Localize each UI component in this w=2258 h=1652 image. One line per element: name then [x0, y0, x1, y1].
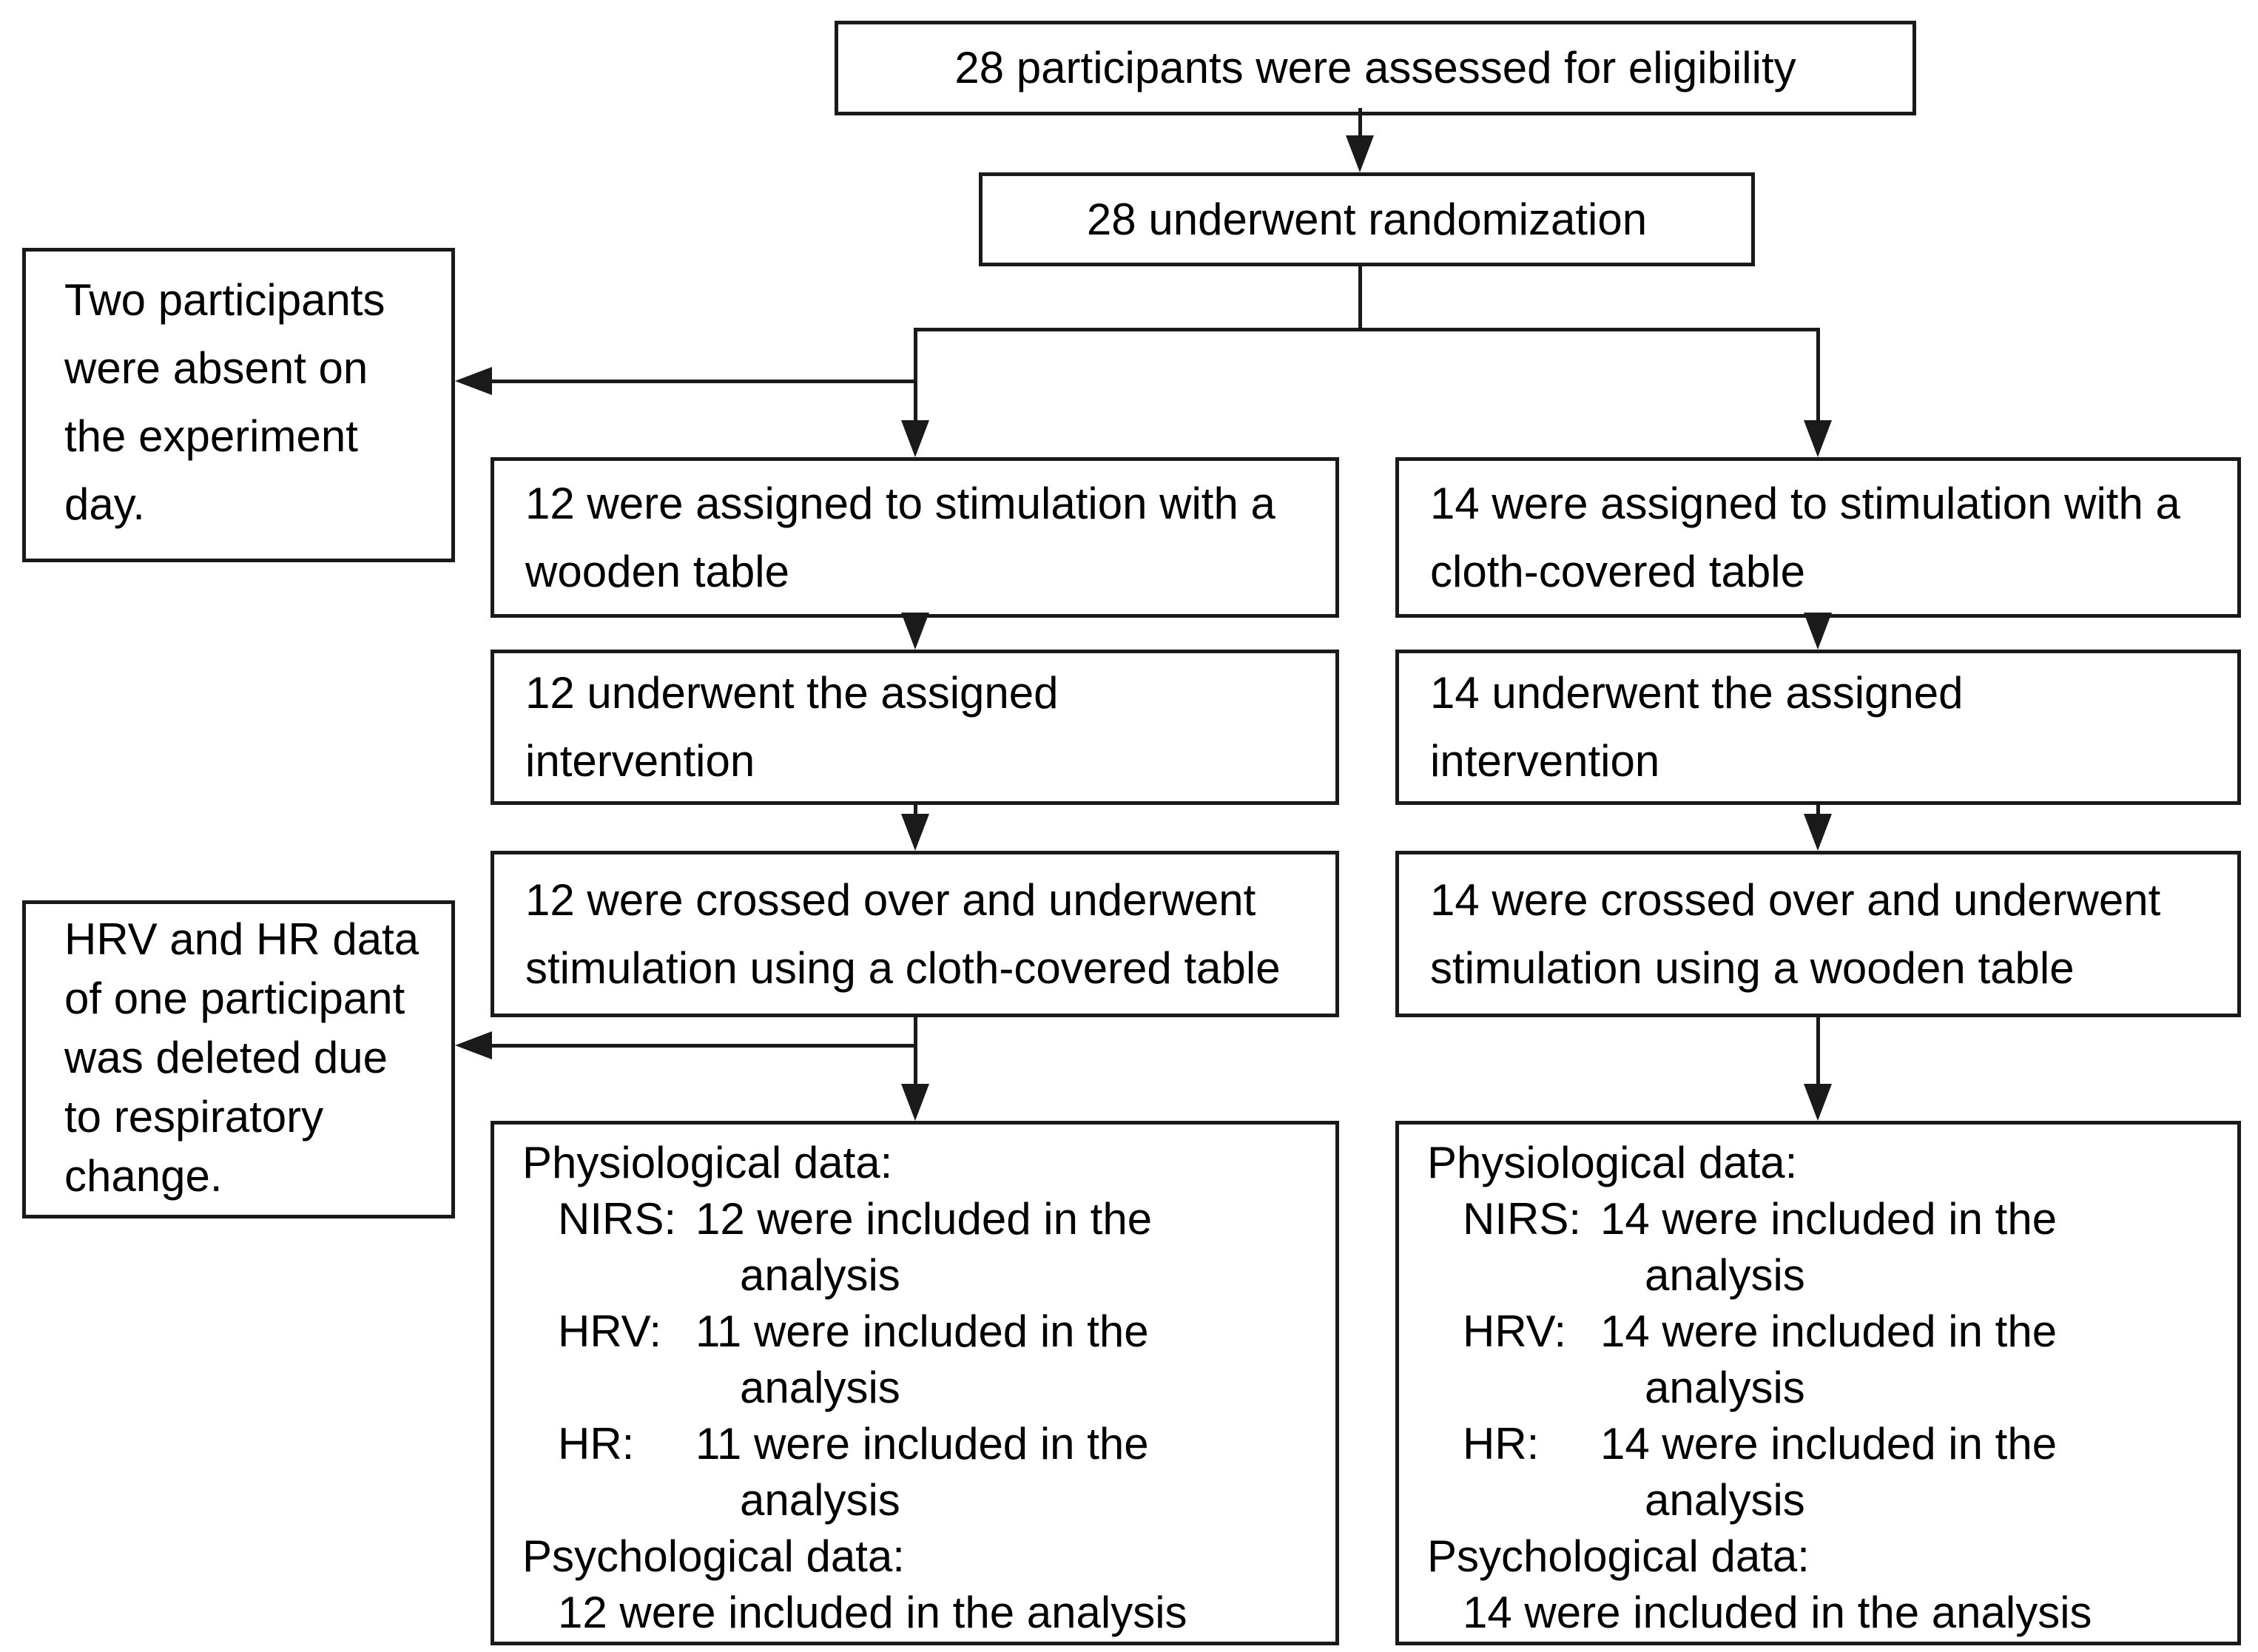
analysis-item-text: 14 were included in the: [1600, 1307, 2058, 1356]
analysis-item-nirs: NIRS: 14 were included in the: [1399, 1191, 2237, 1247]
box-left-crossover: 12 were crossed over and underwent stimu…: [491, 851, 1339, 1017]
box-randomization-text: 28 underwent randomization: [1086, 194, 1648, 244]
analysis-item-wrap: analysis: [1645, 1363, 1805, 1412]
note-deleted-line: HRV and HR data: [64, 914, 419, 964]
analysis-item-hrv: HRV: 11 were included in the: [494, 1304, 1335, 1360]
psychological-data-header: Psychological data:: [522, 1531, 905, 1581]
note-deleted-line: to respiratory: [64, 1092, 324, 1142]
note-deleted-line: was deleted due: [64, 1033, 388, 1082]
box-left-intervention: 12 underwent the assigned intervention: [491, 650, 1339, 805]
psychological-data-line: 12 were included in the analysis: [558, 1588, 1187, 1637]
analysis-item-hr: HR: 11 were included in the: [494, 1416, 1335, 1472]
box-right-assigned-line: cloth-covered table: [1430, 546, 1805, 596]
box-left-crossover-line: 12 were crossed over and underwent: [525, 874, 1256, 925]
box-right-intervention-line: 14 underwent the assigned: [1430, 668, 1964, 718]
box-eligibility: 28 participants were assessed for eligib…: [835, 21, 1916, 115]
analysis-item-label: NIRS:: [558, 1194, 677, 1244]
analysis-item-text: 11 were included in the: [695, 1419, 1149, 1469]
box-right-crossover-line: 14 were crossed over and underwent: [1430, 874, 2161, 925]
arrowhead-down-icon: [901, 613, 929, 650]
box-note-deleted: HRV and HR data of one participant was d…: [22, 900, 455, 1218]
arrowhead-down-icon: [1804, 613, 1832, 650]
box-left-assigned-line: 12 were assigned to stimulation with a: [525, 478, 1275, 528]
analysis-item-label: NIRS:: [1463, 1194, 1582, 1244]
note-absent-line: Two participants: [64, 275, 385, 325]
analysis-item-text: 12 were included in the: [695, 1194, 1153, 1244]
physiological-data-header: Physiological data:: [1427, 1138, 1798, 1187]
arrowhead-left-icon: [455, 1031, 492, 1059]
box-right-crossover: 14 were crossed over and underwent stimu…: [1395, 851, 2241, 1017]
arrowhead-down-icon: [901, 814, 929, 851]
analysis-item-wrap: analysis: [740, 1250, 900, 1300]
connector-eligibility-to-randomization: [1358, 108, 1362, 149]
analysis-item-label: HRV:: [1463, 1307, 1567, 1356]
note-absent-line: were absent on: [64, 343, 368, 393]
connector-branch-left-drop: [914, 328, 917, 428]
arrowhead-down-icon: [1346, 135, 1374, 172]
note-deleted-line: change.: [64, 1151, 223, 1201]
note-absent-line: day.: [64, 479, 145, 529]
box-right-analysis: Physiological data: NIRS: 14 were includ…: [1395, 1121, 2241, 1645]
psychological-data-header: Psychological data:: [1427, 1531, 1810, 1581]
connector-to-absent-note: [485, 380, 917, 383]
connector-randomization-stem: [1358, 263, 1362, 331]
psychological-data-line: 14 were included in the analysis: [1463, 1588, 2092, 1637]
analysis-item-wrap: analysis: [1645, 1250, 1805, 1300]
arrowhead-down-icon: [1804, 814, 1832, 851]
analysis-item-label: HR:: [1463, 1419, 1540, 1469]
arrowhead-down-icon: [901, 1084, 929, 1121]
connector-branch-right-drop: [1816, 328, 1820, 428]
analysis-item-text: 14 were included in the: [1600, 1194, 2058, 1244]
analysis-item-text: 14 were included in the: [1600, 1419, 2058, 1469]
connector-right-crossover-to-analysis: [1816, 1017, 1820, 1095]
box-right-intervention-line: intervention: [1430, 736, 1660, 786]
box-left-analysis: Physiological data: NIRS: 12 were includ…: [491, 1121, 1339, 1645]
box-eligibility-text: 28 participants were assessed for eligib…: [954, 43, 1796, 92]
box-right-assigned: 14 were assigned to stimulation with a c…: [1395, 457, 2241, 618]
connector-left-crossover-to-analysis: [914, 1017, 917, 1095]
box-right-crossover-line: stimulation using a wooden table: [1430, 943, 2075, 993]
box-randomization: 28 underwent randomization: [979, 172, 1755, 266]
box-note-absent: Two participants were absent on the expe…: [22, 248, 455, 562]
arrowhead-down-icon: [901, 420, 929, 457]
analysis-item-label: HR:: [558, 1419, 635, 1469]
analysis-item-wrap: analysis: [740, 1363, 900, 1412]
analysis-item-wrap: analysis: [740, 1475, 900, 1525]
box-right-intervention: 14 underwent the assigned intervention: [1395, 650, 2241, 805]
analysis-item-nirs: NIRS: 12 were included in the: [494, 1191, 1335, 1247]
box-left-intervention-line: 12 underwent the assigned: [525, 668, 1059, 718]
note-deleted-line: of one participant: [64, 974, 405, 1023]
analysis-item-wrap: analysis: [1645, 1475, 1805, 1525]
analysis-item-text: 11 were included in the: [695, 1307, 1149, 1356]
analysis-item-hr: HR: 14 were included in the: [1399, 1416, 2237, 1472]
box-left-assigned: 12 were assigned to stimulation with a w…: [491, 457, 1339, 618]
connector-to-deleted-note: [485, 1044, 917, 1048]
analysis-item-hrv: HRV: 14 were included in the: [1399, 1304, 2237, 1360]
arrowhead-down-icon: [1804, 1084, 1832, 1121]
box-left-intervention-line: intervention: [525, 736, 755, 786]
physiological-data-header: Physiological data:: [522, 1138, 893, 1187]
arrowhead-left-icon: [455, 367, 492, 395]
arrowhead-down-icon: [1804, 420, 1832, 457]
analysis-item-label: HRV:: [558, 1307, 662, 1356]
box-right-assigned-line: 14 were assigned to stimulation with a: [1430, 478, 2180, 528]
connector-branch-bar: [914, 328, 1820, 331]
box-left-assigned-line: wooden table: [525, 546, 789, 596]
note-absent-line: the experiment: [64, 411, 358, 461]
box-left-crossover-line: stimulation using a cloth-covered table: [525, 943, 1281, 993]
